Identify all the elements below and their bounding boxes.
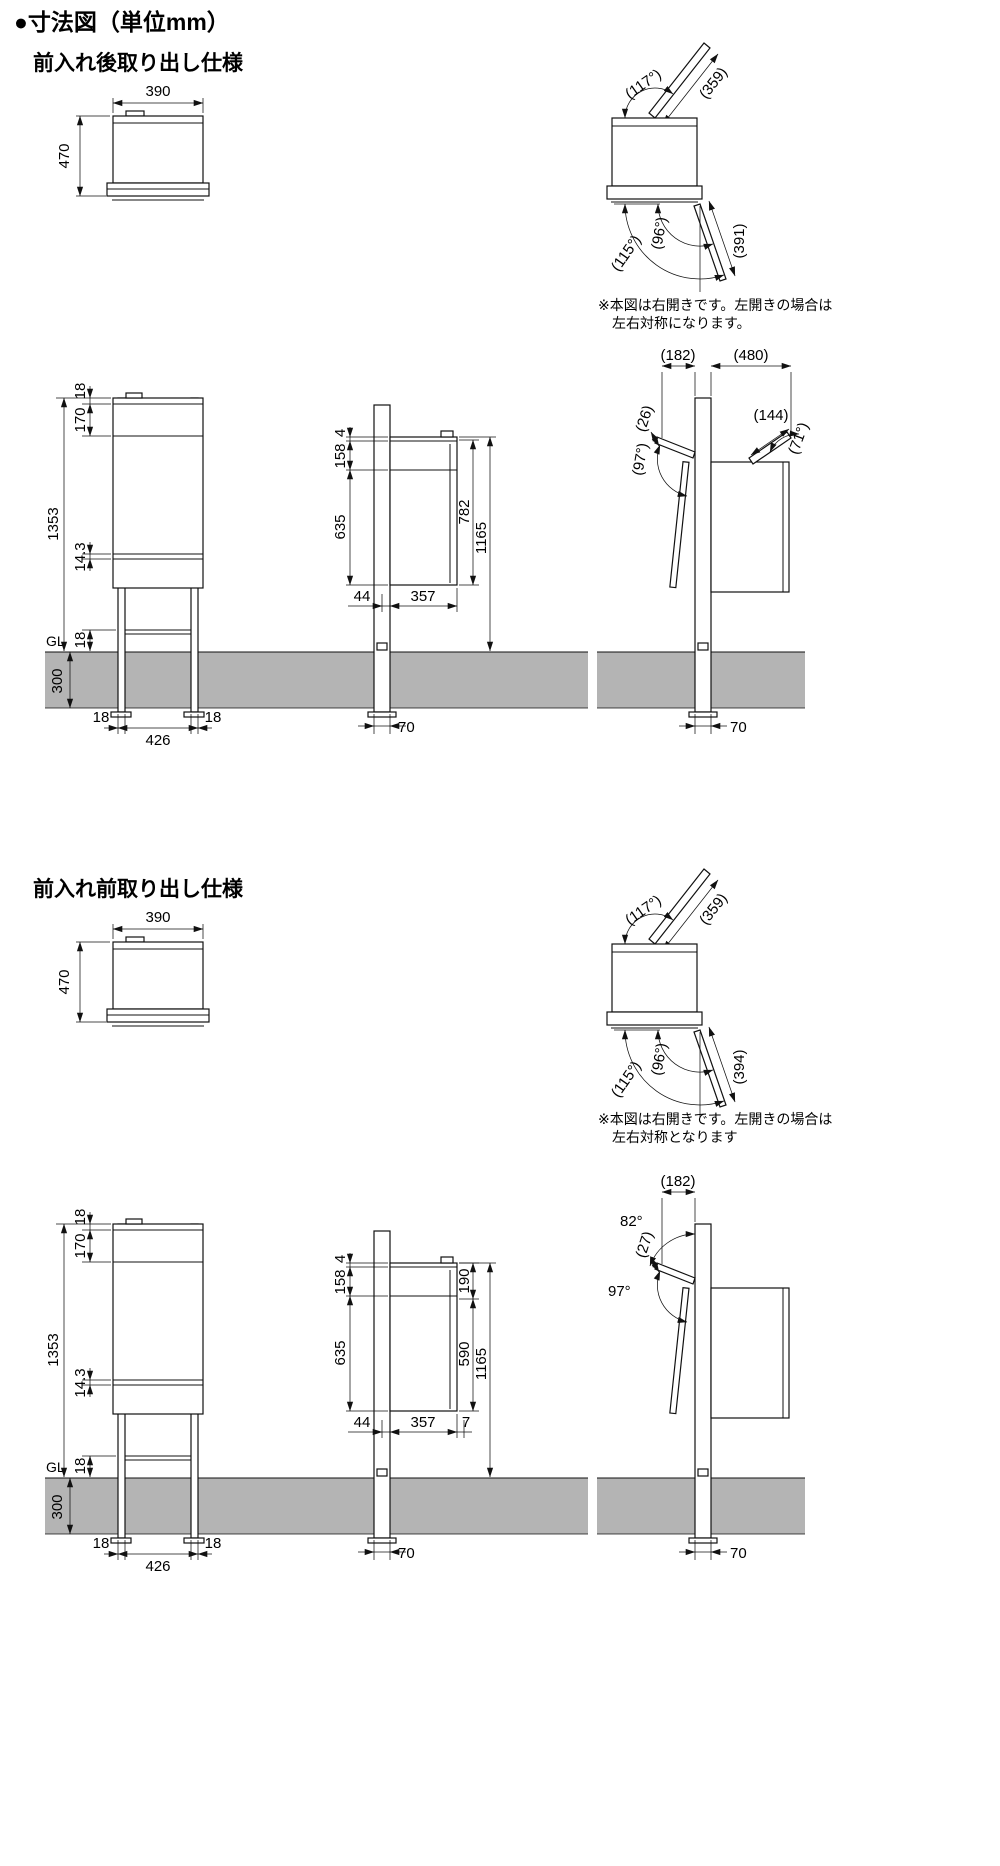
s2-mv-357: 357 <box>410 1414 435 1431</box>
s1-lv-170: 170 <box>72 407 89 432</box>
s2-lv-bottom18: 18 <box>72 1458 89 1475</box>
s2-lv-leg-right: 18 <box>205 1535 222 1552</box>
s2-rv-post: 70 <box>730 1545 747 1562</box>
s2-mv-190: 190 <box>456 1268 473 1293</box>
s1-rv-post: 70 <box>730 719 747 736</box>
s2-mv-7: 7 <box>462 1414 470 1431</box>
s1-lv-leg-left: 18 <box>93 709 110 726</box>
s1-note-line2: 左右対称になります。 <box>612 315 751 331</box>
s1-rv-182: (182) <box>660 347 695 364</box>
s2-note-line2: 左右対称となります <box>612 1129 738 1145</box>
s2-door-length: (394) <box>731 1049 748 1084</box>
section1-title: 前入れ後取り出し仕様 <box>33 51 244 75</box>
s2-mv-1165: 1165 <box>473 1348 490 1380</box>
s2-lv-1353: 1353 <box>45 1333 62 1366</box>
s1-rv-97: (97°) <box>629 442 651 477</box>
s1-lid-angle: (117°) <box>622 66 664 103</box>
s2-gl-label: GL <box>46 1459 65 1475</box>
s2-lv-leg-left: 18 <box>93 1535 110 1552</box>
s2-lv-gap: 14.3 <box>72 1368 89 1397</box>
s2-dim-height: 470 <box>56 969 73 994</box>
s1-mv-357: 357 <box>410 588 435 605</box>
s2-inner-angle: (96°) <box>648 1042 670 1077</box>
s2-front-view <box>76 924 209 1026</box>
s2-rv-27: (27) <box>633 1229 657 1260</box>
s2-side-extra-dims <box>457 1262 479 1438</box>
s1-rv-480: (480) <box>733 347 768 364</box>
section-2: 前入れ前取り出し仕様 390 470 (117°) (359) (96°) (3… <box>33 869 832 1575</box>
page-title: ●寸法図（単位mm） <box>14 9 230 35</box>
s2-mv-4: 4 <box>332 1255 349 1263</box>
s1-mv-158: 158 <box>332 443 349 468</box>
s1-note-line1: ※本図は右開きです。左開きの場合は <box>598 297 832 313</box>
section-1: 前入れ後取り出し仕様 390 470 (117°) (359) (96°) (3… <box>33 43 832 749</box>
s1-lv-top18: 18 <box>72 383 89 400</box>
s1-dim-width: 390 <box>145 83 170 100</box>
s1-rv-144: (144) <box>753 407 788 424</box>
s1-mv-post: 70 <box>398 719 415 736</box>
s1-door-length: (391) <box>731 223 748 258</box>
s2-lv-top18: 18 <box>72 1209 89 1226</box>
s2-ground-depth: 300 <box>49 1494 66 1519</box>
s1-mv-44: 44 <box>354 588 371 605</box>
s1-rv-26: (26) <box>633 403 657 434</box>
s2-mv-44: 44 <box>354 1414 371 1431</box>
s1-side-extra-dims <box>459 439 479 586</box>
s2-mv-158: 158 <box>332 1269 349 1294</box>
s2-lv-span: 426 <box>145 1558 170 1575</box>
s2-open-elevation-extras <box>649 1230 696 1273</box>
s2-swing-angle: (115°) <box>608 1058 645 1100</box>
s1-ground-depth: 300 <box>49 668 66 693</box>
s2-ground <box>45 1478 805 1534</box>
s1-lid-length: (359) <box>696 64 731 102</box>
s1-inner-angle: (96°) <box>648 216 670 251</box>
s2-lv-170: 170 <box>72 1233 89 1258</box>
s2-rv-182: (182) <box>660 1173 695 1190</box>
s1-lv-leg-right: 18 <box>205 709 222 726</box>
section2-title: 前入れ前取り出し仕様 <box>33 877 244 901</box>
s1-ground <box>45 652 805 708</box>
s1-mv-4: 4 <box>332 429 349 437</box>
s1-swing-angle: (115°) <box>608 232 645 274</box>
s2-mv-635: 635 <box>332 1340 349 1365</box>
s1-rv-71: (71°) <box>785 420 812 457</box>
s2-mv-590: 590 <box>456 1341 473 1366</box>
s2-lid-angle: (117°) <box>622 892 664 929</box>
s2-note-line1: ※本図は右開きです。左開きの場合は <box>598 1111 832 1127</box>
s2-lid-length: (359) <box>696 890 731 928</box>
s2-rv-82: 82° <box>620 1213 643 1230</box>
s2-mv-post: 70 <box>398 1545 415 1562</box>
s1-mv-635: 635 <box>332 514 349 539</box>
s1-lv-gap: 14.3 <box>72 542 89 571</box>
s1-lv-bottom18: 18 <box>72 632 89 649</box>
s1-lv-span: 426 <box>145 732 170 749</box>
s2-dim-width: 390 <box>145 909 170 926</box>
s1-dim-height: 470 <box>56 143 73 168</box>
s1-lv-1353: 1353 <box>45 507 62 540</box>
s1-mv-782: 782 <box>456 499 473 524</box>
s1-open-elevation-extras <box>650 362 800 465</box>
s1-gl-label: GL <box>46 633 65 649</box>
s1-mv-1165: 1165 <box>473 522 490 554</box>
s1-front-view <box>76 98 209 200</box>
s2-rv-97: 97° <box>608 1283 631 1300</box>
